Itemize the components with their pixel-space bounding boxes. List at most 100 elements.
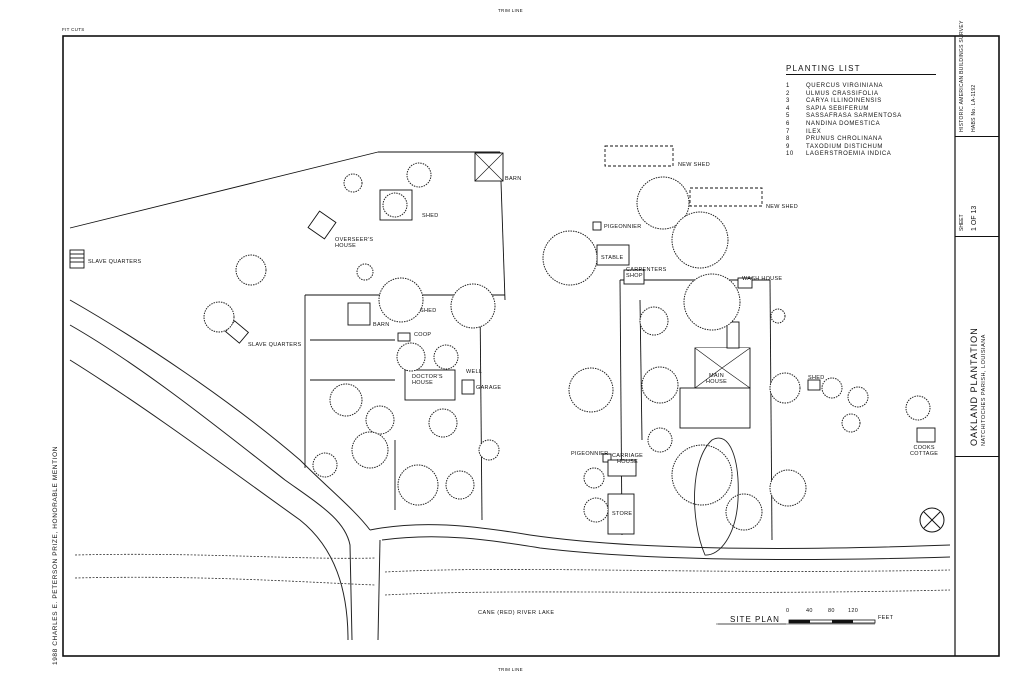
pigeonnier-top xyxy=(592,221,602,231)
planting-item: 8 PRUNUS CHROLINANA xyxy=(786,136,956,144)
barn-mid xyxy=(347,302,371,326)
planting-num: 5 xyxy=(786,113,790,120)
scale-tick-40: 40 xyxy=(806,608,813,614)
planting-item: 4 SAPIA SEBIFERUM xyxy=(786,106,956,114)
label-stable: STABLE xyxy=(601,255,624,261)
label-shed-top: SHED xyxy=(422,213,439,219)
planting-name: SASSAFRASA SARMENTOSA xyxy=(806,113,902,120)
new-shed-1 xyxy=(604,145,674,167)
label-shed-right: SHED xyxy=(808,375,825,381)
label-new-shed-2: NEW SHED xyxy=(766,204,799,210)
trees xyxy=(203,162,931,531)
label-cooks-cottage: COOKS COTTAGE xyxy=(910,445,939,457)
pigeonnier-bottom xyxy=(602,453,612,463)
planting-item: 7 ILEX xyxy=(786,129,956,137)
label-carriage-house: CARRIAGE HOUSE xyxy=(612,453,644,465)
label-slave-quarters-2: SLAVE QUARTERS xyxy=(248,342,302,348)
planting-item: 9 TAXODIUM DISTICHUM xyxy=(786,144,956,152)
planting-num: 9 xyxy=(786,143,790,150)
planting-num: 3 xyxy=(786,98,790,105)
label-well: WELL xyxy=(466,369,483,375)
north-arrow-icon xyxy=(919,507,945,533)
chimney-block xyxy=(726,321,740,349)
planting-list: PLANTING LIST 1 QUERCUS VIRGINIANA 2 ULMUS… xyxy=(786,64,956,159)
scale-tick-120: 120 xyxy=(848,608,859,614)
planting-name: TAXODIUM DISTICHUM xyxy=(806,143,884,150)
planting-num: 4 xyxy=(786,105,790,112)
drive-loop xyxy=(694,437,739,556)
planting-name: ULMUS CRASSIFOLIA xyxy=(806,90,879,97)
planting-num: 7 xyxy=(786,128,790,135)
label-barn-mid: BARN xyxy=(373,322,390,328)
sheet-border xyxy=(62,35,1000,657)
corner-mark: FIT CUTS xyxy=(62,27,85,32)
planting-num: 2 xyxy=(786,90,790,97)
scale-unit: FEET xyxy=(878,615,894,621)
carriage-house xyxy=(607,459,637,477)
new-shed-2 xyxy=(689,187,763,207)
scale-tick-0: 0 xyxy=(786,608,790,614)
project-location: NATCHITOCHES PARISH, LOUISIANA xyxy=(981,334,987,446)
label-shed-mid: SHED xyxy=(420,308,437,314)
award-credit: 1988 CHARLES E. PETERSON PRIZE, HONORABL… xyxy=(52,445,59,665)
site-plan-title: SITE PLAN xyxy=(730,615,780,624)
planting-name: ILEX xyxy=(806,128,822,135)
sheet-label: SHEET xyxy=(959,214,965,231)
planting-list-title: PLANTING LIST xyxy=(786,64,936,75)
label-pigeonnier-bottom: PIGEONNIER xyxy=(571,451,609,457)
trim-line-top: TRIM LINE xyxy=(498,8,523,13)
planting-name: QUERCUS VIRGINIANA xyxy=(806,83,884,89)
label-barn-top: BARN xyxy=(505,176,522,182)
river-bank xyxy=(74,553,951,596)
planting-item: 2 ULMUS CRASSIFOLIA xyxy=(786,91,956,99)
label-new-shed-1: NEW SHED xyxy=(678,162,711,168)
garage xyxy=(461,379,475,395)
planting-num: 10 xyxy=(786,151,794,158)
planting-item: 10 LAGERSTROEMIA INDICA xyxy=(786,151,956,159)
title-block: HISTORIC AMERICAN BUILDINGS SURVEY HABS … xyxy=(955,20,999,656)
trim-line-bottom: TRIM LINE xyxy=(498,667,523,672)
planting-item: 6 NANDINA DOMESTICA xyxy=(786,121,956,129)
doctors-house xyxy=(404,369,456,401)
planting-item: 1 QUERCUS VIRGINIANA xyxy=(786,83,956,91)
planting-name: NANDINA DOMESTICA xyxy=(806,120,881,127)
shed-right xyxy=(807,379,821,391)
planting-num: 6 xyxy=(786,120,790,127)
label-carpenters-shop: CARPENTERS SHOP xyxy=(626,267,667,279)
planting-num: 8 xyxy=(786,136,790,143)
buildings xyxy=(69,145,936,535)
planting-name: PRUNUS CHROLINANA xyxy=(806,136,883,143)
label-garage: GARAGE xyxy=(476,385,502,391)
label-doctors-house: DOCTOR'S HOUSE xyxy=(412,374,443,386)
project-title: OAKLAND PLANTATION xyxy=(969,327,979,446)
cooks-cottage xyxy=(916,427,936,443)
label-slave-quarters-1: SLAVE QUARTERS xyxy=(88,259,142,265)
label-river: CANE (RED) RIVER LAKE xyxy=(478,610,555,616)
coop xyxy=(397,332,411,342)
scale-tick-80: 80 xyxy=(828,608,835,614)
planting-name: SAPIA SEBIFERUM xyxy=(806,105,870,112)
fences xyxy=(69,151,773,541)
sheet-number: 1 OF 13 xyxy=(971,205,978,231)
planting-item: 5 SASSAFRASA SARMENTOSA xyxy=(786,113,956,121)
label-overseers-house: OVERSEER'S HOUSE xyxy=(335,237,374,249)
slave-quarters-1 xyxy=(69,249,85,269)
wash-house xyxy=(737,277,753,289)
roads xyxy=(69,299,951,641)
store xyxy=(607,493,635,535)
planting-item: 3 CARYA ILLINOINENSIS xyxy=(786,98,956,106)
label-wash-house: WASH HOUSE xyxy=(742,276,783,282)
planting-name: LAGERSTROEMIA INDICA xyxy=(806,151,892,158)
main-house-wing xyxy=(679,387,751,429)
label-pigeonnier-top: PIGEONNIER xyxy=(604,224,642,230)
label-main-house: MAIN HOUSE xyxy=(706,373,728,385)
label-coop: COOP xyxy=(414,332,432,338)
label-store: STORE xyxy=(612,511,633,517)
survey-number: HABS No. LA-1192 xyxy=(971,84,977,132)
overseers-house xyxy=(307,210,337,240)
carpenters-shop xyxy=(623,269,645,285)
planting-num: 1 xyxy=(786,83,790,89)
planting-name: CARYA ILLINOINENSIS xyxy=(806,98,882,105)
survey-name: HISTORIC AMERICAN BUILDINGS SURVEY xyxy=(959,20,965,132)
